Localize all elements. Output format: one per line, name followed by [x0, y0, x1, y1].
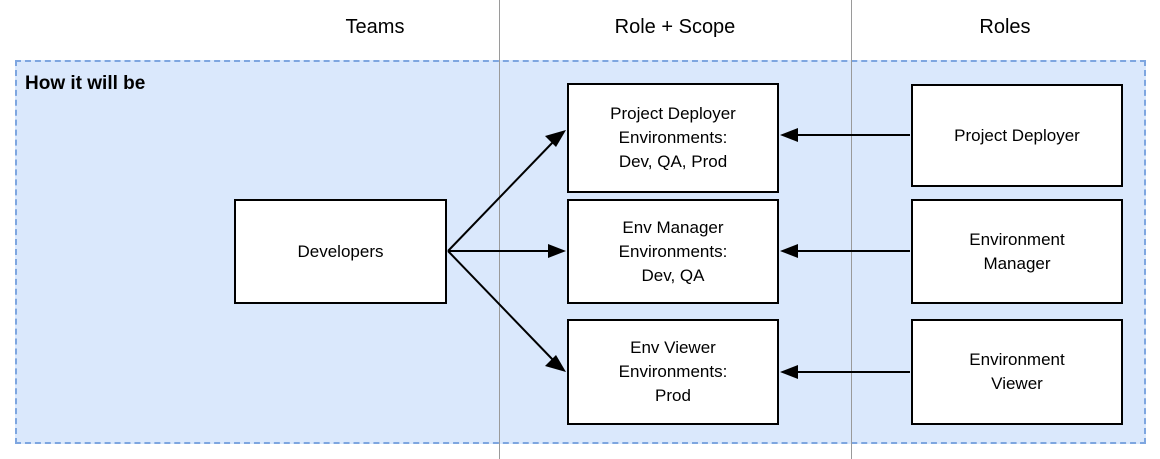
group-title: How it will be: [25, 73, 146, 94]
node-role-environment-manager[interactable]: Environment Manager: [911, 199, 1123, 304]
swimlane-divider-teams-rolescope: [499, 0, 500, 459]
node-developers[interactable]: Developers: [234, 199, 447, 304]
node-scope-env-manager[interactable]: Env Manager Environments: Dev, QA: [567, 199, 779, 304]
node-role-environment-viewer[interactable]: Environment Viewer: [911, 319, 1123, 425]
column-header-teams: Teams: [345, 16, 405, 38]
node-scope-env-viewer[interactable]: Env Viewer Environments: Prod: [567, 319, 779, 425]
node-role-project-deployer[interactable]: Project Deployer: [911, 84, 1123, 187]
column-header-roles: Roles: [979, 16, 1031, 38]
swimlane-divider-rolescope-roles: [851, 0, 852, 459]
column-header-role-scope: Role + Scope: [614, 16, 736, 38]
node-scope-project-deployer[interactable]: Project Deployer Environments: Dev, QA, …: [567, 83, 779, 193]
